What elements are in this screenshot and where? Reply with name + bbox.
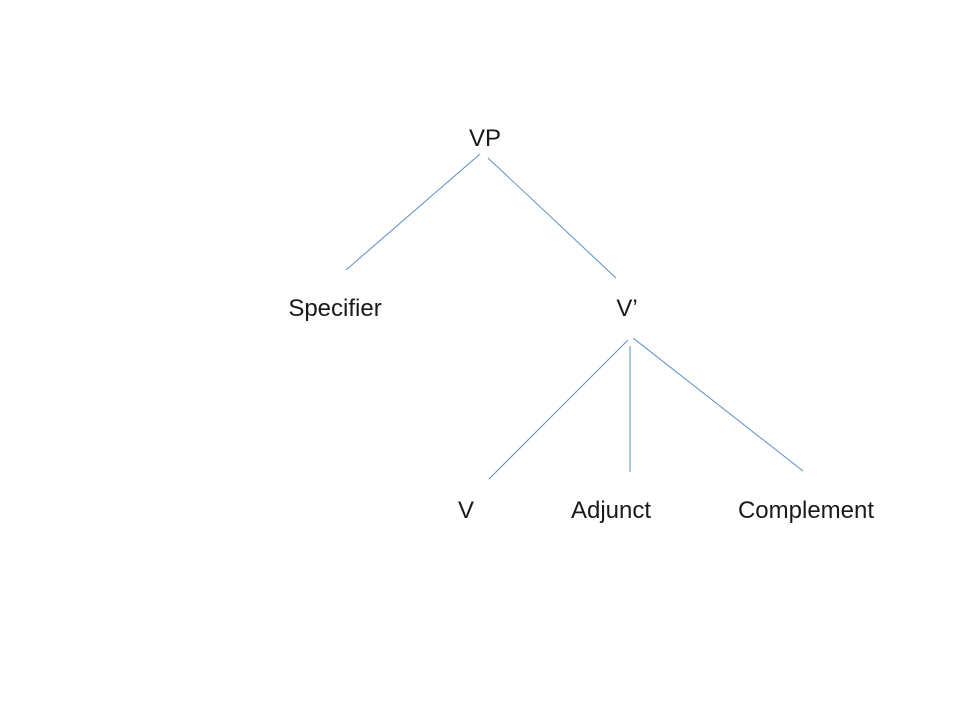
- node-adjunct: Adjunct: [570, 497, 652, 524]
- node-complement: Complement: [737, 497, 875, 524]
- edge-vp-specifier: [345, 153, 481, 271]
- edge-vp-vbar: [487, 157, 617, 279]
- node-v-bar: V’: [616, 295, 638, 322]
- edge-vbar-v: [488, 339, 629, 480]
- node-v: V: [457, 497, 475, 524]
- node-vp: VP: [468, 125, 502, 152]
- edge-vbar-complement: [632, 337, 804, 472]
- node-specifier: Specifier: [288, 295, 382, 322]
